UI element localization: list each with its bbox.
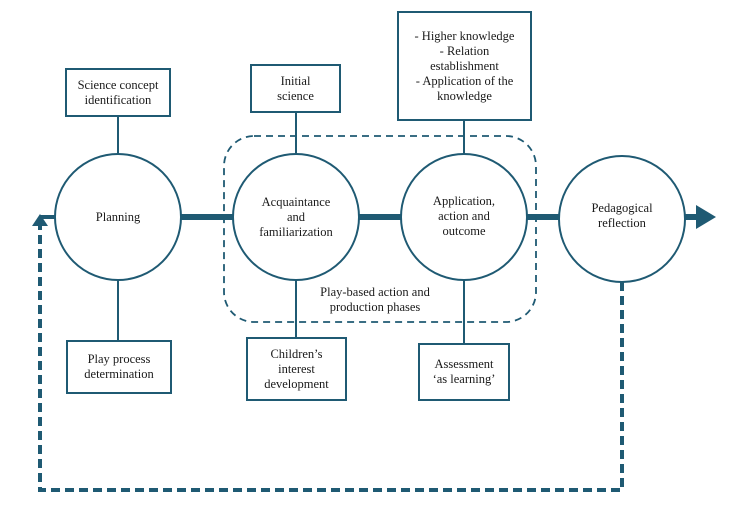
box-label-line: determination xyxy=(84,367,154,381)
bottom-box-childrens-interest-development: Children’s interest development xyxy=(246,337,347,401)
top-box-science-concept-identification: Science concept identification xyxy=(65,68,171,117)
box-label-line: - Application of the xyxy=(415,73,514,88)
phase-circle-application xyxy=(400,153,528,281)
box-label-line: Initial xyxy=(280,73,311,88)
phase-label-line: Pedagogical xyxy=(591,201,653,215)
phase-label-line: familiarization xyxy=(259,224,333,239)
box-label-line: Science concept xyxy=(77,77,159,92)
box-label-line: knowledge xyxy=(437,88,492,103)
phase-circle-planning xyxy=(54,153,182,281)
phase-circle-acquaintance xyxy=(232,153,360,281)
phase-label-line: action and xyxy=(438,208,490,223)
group-label-line: production phases xyxy=(329,300,421,314)
phase-label-line: outcome xyxy=(442,223,486,238)
box-label-line: interest xyxy=(278,361,315,376)
phase-label-line: Acquaintance xyxy=(261,194,331,209)
phase-label-line: reflection xyxy=(598,216,646,230)
phase-label-line: Planning xyxy=(95,209,141,224)
box-label-line: Children’s xyxy=(270,346,323,361)
main-flow-arrowhead xyxy=(696,205,716,229)
bottom-box-assessment-as-learning: Assessment ‘as learning’ xyxy=(418,343,510,401)
box-label-line: - Relation xyxy=(439,43,490,58)
phase-label-application: Application, action and outcome xyxy=(404,186,524,246)
phase-label-planning: Planning xyxy=(58,190,178,244)
phase-label-line: and xyxy=(286,209,306,224)
play-based-group-label: Play-based action and production phases xyxy=(300,285,450,315)
box-label-line: - Higher knowledge xyxy=(414,28,515,43)
top-box-higher-knowledge: - Higher knowledge - Relation establishm… xyxy=(397,11,532,121)
box-label-line: Assessment xyxy=(434,357,494,371)
phase-label-acquaintance: Acquaintance and familiarization xyxy=(236,188,356,246)
feedback-loop-arrowhead xyxy=(32,214,48,226)
phase-label-reflection: Pedagogical reflection xyxy=(562,196,682,236)
top-box-initial-science: Initial science xyxy=(250,64,341,113)
box-label-line: establishment xyxy=(430,58,499,73)
box-label-line: Play process xyxy=(87,352,151,366)
bottom-box-play-process-determination: Play process determination xyxy=(66,340,172,394)
phase-circle-reflection xyxy=(558,155,686,283)
group-label-line: Play-based action and xyxy=(320,285,430,299)
box-label-line: ‘as learning’ xyxy=(432,372,496,386)
box-label-line: development xyxy=(264,376,329,391)
box-label-line: identification xyxy=(84,92,152,107)
phase-label-line: Application, xyxy=(432,193,496,208)
box-label-line: science xyxy=(277,88,314,103)
feedback-loop-line xyxy=(38,222,624,492)
play-based-group-outline xyxy=(223,135,537,323)
